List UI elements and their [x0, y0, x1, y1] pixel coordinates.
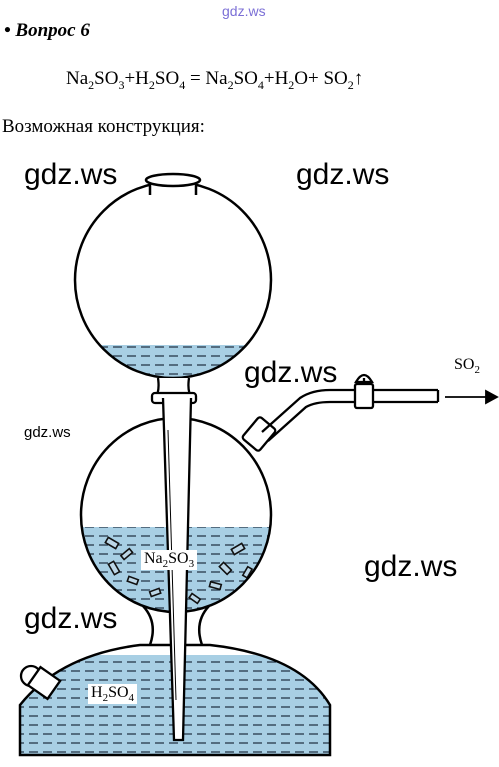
gas-outlet: [241, 373, 440, 452]
watermark: gdz.ws: [364, 550, 458, 583]
watermark: gdz.ws: [24, 424, 71, 441]
label-so2: SO2: [454, 356, 480, 377]
caption: Возможная конструкция:: [2, 116, 205, 137]
top-neck-rim: [144, 172, 202, 188]
label-na2so3: Na2SO3: [141, 550, 198, 571]
watermark: gdz.ws: [244, 356, 338, 389]
watermark: gdz.ws: [296, 158, 390, 191]
watermark: gdz.ws: [24, 602, 118, 635]
gas-arrow: ↑: [353, 68, 364, 89]
reaction-equation: Na2SO3+H2SO4 = Na2SO4+H2O+ SO2↑: [66, 68, 364, 92]
watermark-top: gdz.ws: [222, 3, 266, 19]
question-title: • Вопрос 6: [4, 20, 90, 41]
label-h2so4: H2SO4: [88, 684, 138, 705]
drain-stopper: [19, 664, 62, 701]
watermark: gdz.ws: [24, 158, 118, 191]
gas-flow-arrow: [445, 389, 499, 405]
